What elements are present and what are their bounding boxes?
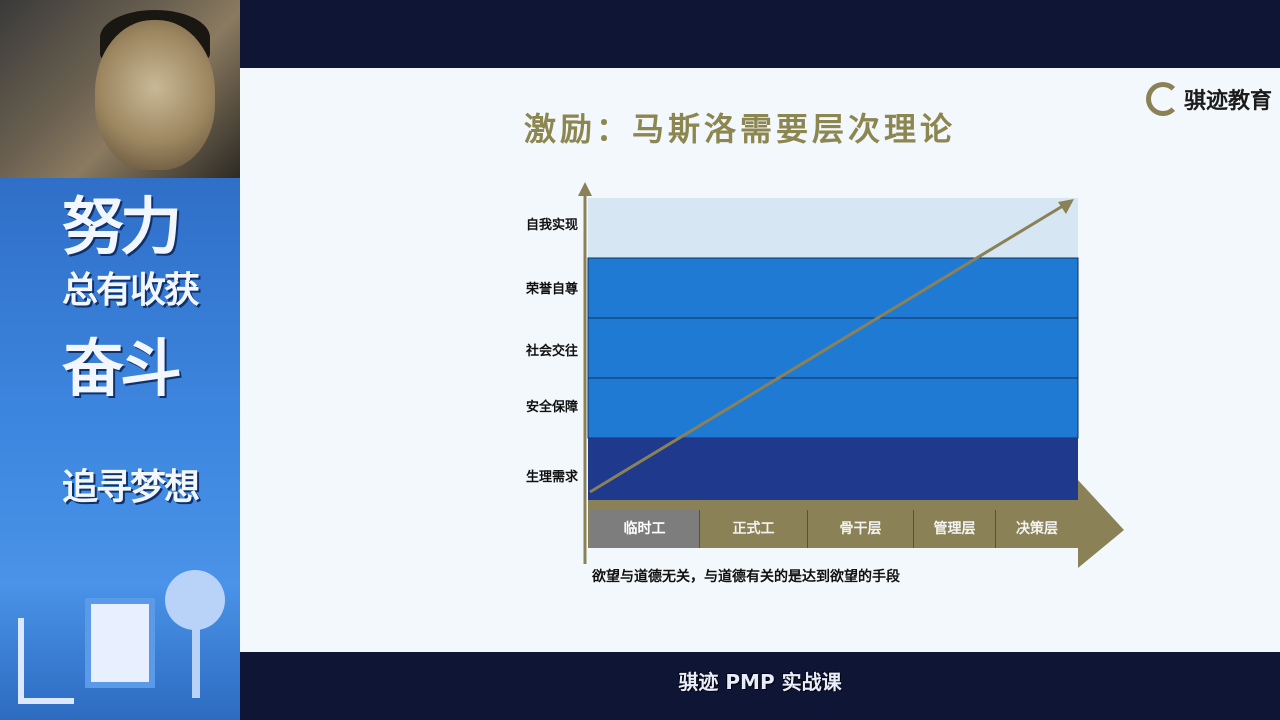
banner-line-2: 总有收获: [62, 270, 200, 311]
y-label-self-actualization: 自我实现: [525, 218, 578, 233]
y-label-safety: 安全保障: [525, 400, 578, 415]
x-category-regular: 正式工: [700, 510, 808, 548]
x-category-backbone: 骨干层: [808, 510, 914, 548]
brand-logo: 骐迹教育: [1145, 82, 1272, 116]
band-self-actualization: [588, 198, 1078, 258]
webcam-feed: [0, 0, 240, 178]
band-social: [587, 317, 1079, 379]
top-band: [240, 0, 1280, 68]
band-physiological: [588, 438, 1078, 500]
chart-svg: [578, 182, 1124, 568]
band-safety: [587, 377, 1079, 439]
x-axis-arrow: [588, 480, 1124, 568]
decoration-bars: [18, 618, 74, 704]
logo-text: 骐迹教育: [1183, 89, 1272, 114]
band-esteem: [587, 257, 1079, 319]
trend-arrow-icon: [1058, 199, 1074, 214]
trend-line: [589, 202, 1067, 494]
slide-caption: 欲望与道德无关，与道德有关的是达到欲望的手段: [592, 569, 900, 585]
x-category-management: 管理层: [914, 510, 996, 548]
y-axis-arrow-icon: [578, 182, 592, 196]
slide-title: 激励：马斯洛需要层次理论: [523, 110, 956, 148]
banner-line-3: 奋斗: [62, 332, 182, 405]
banner-line-4: 追寻梦想: [62, 467, 200, 508]
y-label-social: 社会交往: [525, 344, 578, 359]
video-subtitle: 骐迹 PMP 实战课: [678, 670, 842, 694]
presenter-face: [95, 20, 215, 170]
maslow-chart: 自我实现 荣誉自尊 社会交往 安全保障 生理需求 临时工 正式工 骨干层 管理层…: [240, 68, 1280, 652]
presentation-slide: 骐迹教育 激励：马斯洛需要层次理论 自我实现 荣誉自尊 社会交往 安全保障 生理…: [240, 68, 1280, 652]
x-category-temp: 临时工: [590, 510, 700, 548]
bottom-band: [240, 652, 1280, 720]
y-label-esteem: 荣誉自尊: [525, 282, 578, 297]
banner-line-1: 努力: [62, 190, 182, 263]
motivational-banner: 努力 总有收获 奋斗 追寻梦想: [0, 178, 240, 720]
lamp-stand: [192, 618, 200, 698]
x-category-decision: 决策层: [1016, 521, 1058, 537]
logo-mark-icon: [1145, 82, 1180, 116]
book-icon: [85, 598, 155, 688]
y-label-physiological: 生理需求: [525, 470, 578, 485]
